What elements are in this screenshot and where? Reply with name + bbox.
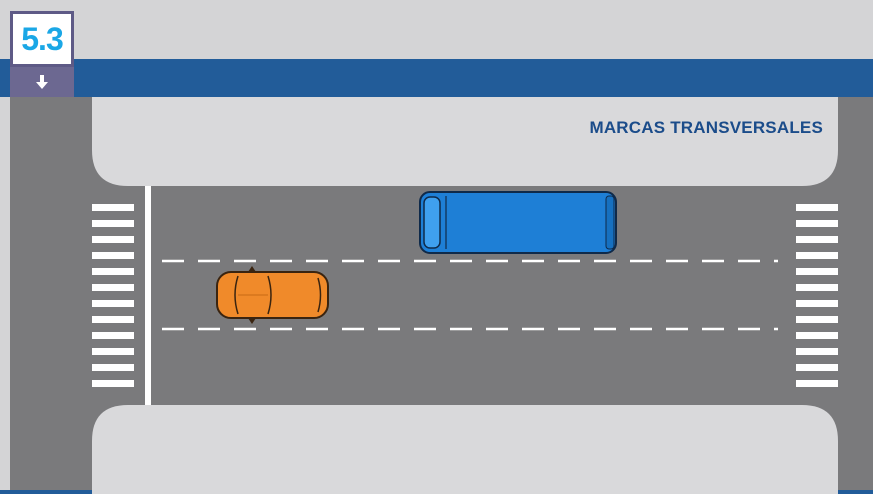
stop-line [145,186,151,405]
section-badge: 5.3 [10,11,74,97]
sidewalk-bottom [92,405,838,494]
section-number: 5.3 [10,11,74,67]
bus [420,192,616,253]
car [217,266,328,324]
diagram-title: MARCAS TRANSVERSALES [589,118,823,138]
header-band [0,59,873,97]
badge-arrow-box [10,67,74,97]
down-arrow-icon [35,74,49,90]
sidewalk-top [92,97,838,186]
